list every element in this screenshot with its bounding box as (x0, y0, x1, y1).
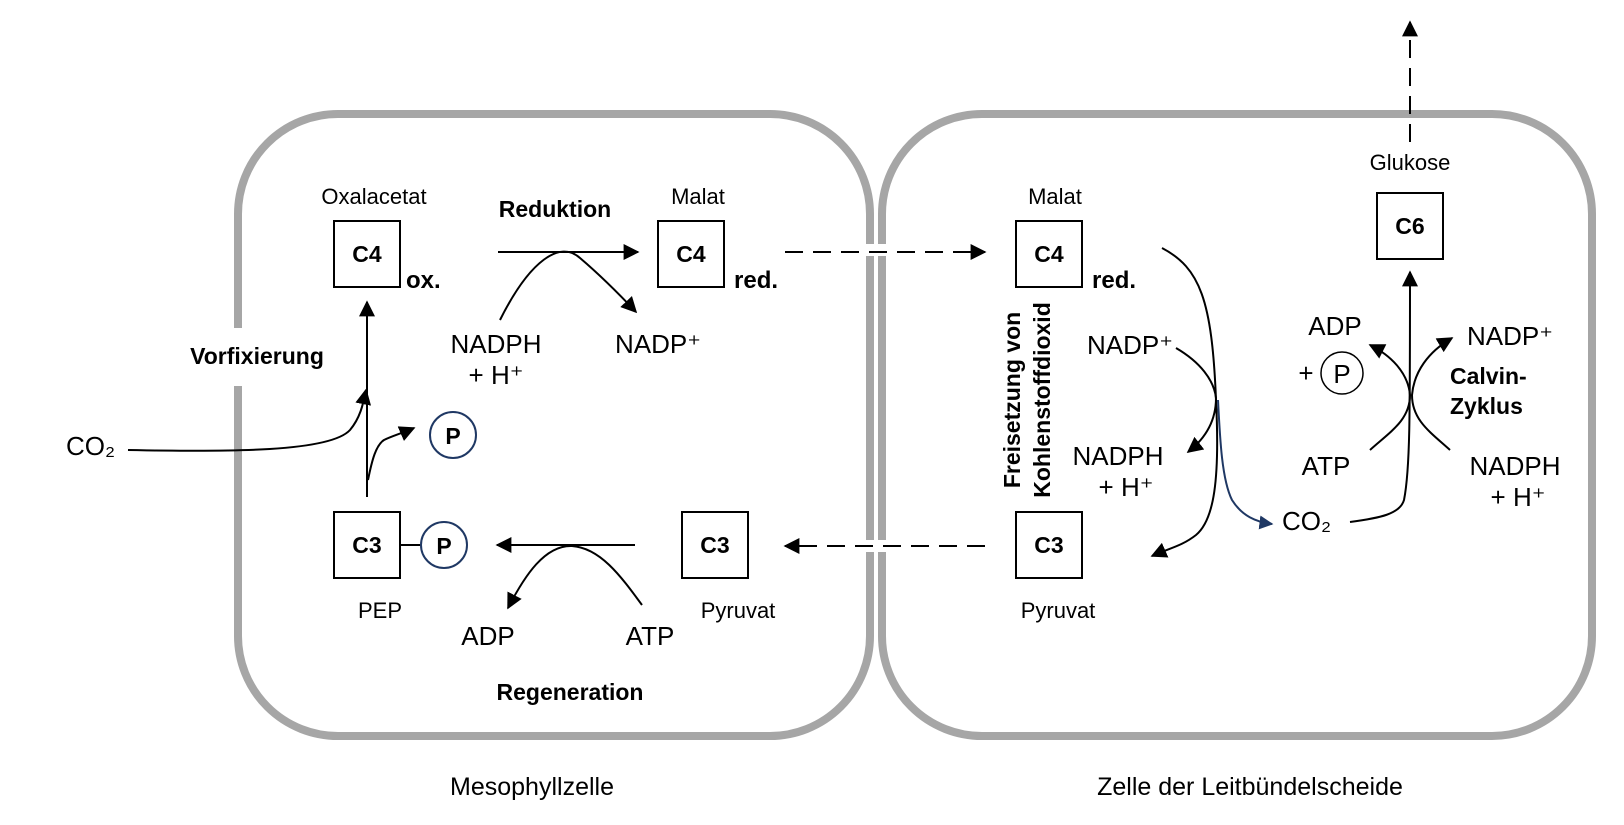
nadph-to-nadp-calvin-arrow (1410, 337, 1454, 451)
reduktion-label: Reduktion (499, 196, 611, 222)
nadp-to-nadph-arrow (1175, 347, 1218, 453)
calvin-nadph: NADPH (1469, 451, 1560, 481)
pep-box-label: C3 (352, 532, 381, 558)
calvin-atp: ATP (1302, 451, 1351, 481)
bundle-sheath-cell-label: Zelle der Leitbündelscheide (1097, 773, 1403, 801)
membrane-gap-top (860, 244, 894, 256)
membrane-gap-vorfixierung (230, 328, 248, 386)
vorfixierung-label: Vorfixierung (190, 343, 324, 369)
freisetzung-label-line1: Freisetzung von (999, 312, 1025, 488)
pep-phosphate-label: P (436, 533, 451, 559)
freisetzung-nadph: NADPH (1072, 441, 1163, 471)
freisetzung-h-plus: + H⁺ (1099, 472, 1154, 502)
membrane-gap-bottom (860, 540, 894, 552)
atp-to-adp-calvin-arrow (1368, 344, 1412, 451)
malat-to-pyruvat-arrow (1150, 247, 1219, 558)
calvin-h-plus: + H⁺ (1491, 482, 1546, 512)
mesophyll-cell-label: Mesophyllzelle (450, 773, 614, 801)
pyruvat-bundle-sheath-box (1015, 511, 1083, 579)
calvin-label-line2: Zyklus (1450, 393, 1523, 419)
pyruvat-bundle-sheath-box-label: C3 (1034, 532, 1063, 558)
calvin-adp: ADP (1308, 311, 1361, 341)
calvin-plus: + (1298, 358, 1313, 388)
pyruvat-mesophyll-box (681, 511, 749, 579)
reduktion-h-plus: + H⁺ (469, 360, 524, 390)
calvin-nadp: NADP⁺ (1467, 321, 1553, 351)
atp-to-adp-arrow (507, 544, 643, 610)
regeneration-adp: ADP (461, 621, 514, 651)
malat-bundle-sheath-label: Malat (1028, 184, 1082, 209)
phosphate-release-arrow (367, 426, 416, 481)
freisetzung-nadp: NADP⁺ (1087, 330, 1173, 360)
calvin-phosphate-label: P (1333, 359, 1350, 389)
reduktion-nadph: NADPH (450, 329, 541, 359)
calvin-phosphate-circle (1320, 351, 1364, 395)
malat-bundle-sheath-state: red. (1092, 267, 1136, 294)
oxalacetat-box (333, 220, 401, 288)
released-phosphate-label: P (445, 423, 460, 449)
co2-fixation-arrow (127, 388, 372, 452)
regeneration-label: Regeneration (497, 679, 644, 705)
mesophyll-cell-membrane (234, 110, 874, 740)
glukose-box-label: C6 (1395, 213, 1424, 239)
co2-release-arrow (1217, 399, 1274, 530)
glukose-label: Glukose (1370, 150, 1451, 175)
pep-label: PEP (358, 598, 402, 623)
co2-mesophyll-label: CO₂ (66, 431, 115, 461)
pyruvat-bundle-sheath-label: Pyruvat (1021, 598, 1096, 623)
oxalacetat-state: ox. (406, 267, 441, 294)
malat-bundle-sheath-box (1015, 220, 1083, 288)
oxalacetat-box-label: C4 (352, 241, 382, 267)
bundle-sheath-cell-membrane (878, 110, 1596, 740)
malat-mesophyll-state: red. (734, 267, 778, 294)
pyruvat-mesophyll-box-label: C3 (700, 532, 729, 558)
pyruvat-mesophyll-label: Pyruvat (701, 598, 776, 623)
malat-bundle-sheath-box-label: C4 (1034, 241, 1064, 267)
malat-mesophyll-label: Malat (671, 184, 725, 209)
co2-bundle-sheath-label: CO₂ (1282, 506, 1331, 536)
oxalacetat-label: Oxalacetat (321, 184, 426, 209)
malat-mesophyll-box (657, 220, 725, 288)
nadph-to-nadp-arrow (499, 250, 638, 321)
glukose-box (1376, 192, 1444, 260)
reduktion-nadp: NADP⁺ (615, 329, 701, 359)
released-phosphate-circle (429, 411, 477, 459)
calvin-label-line1: Calvin- (1450, 363, 1527, 389)
freisetzung-label-line2: Kohlenstoffdioxid (1029, 302, 1055, 497)
pep-phosphate-circle (420, 521, 468, 569)
malat-mesophyll-box-label: C4 (676, 241, 706, 267)
regeneration-atp: ATP (626, 621, 675, 651)
co2-to-glukose-arrow (1349, 270, 1418, 523)
